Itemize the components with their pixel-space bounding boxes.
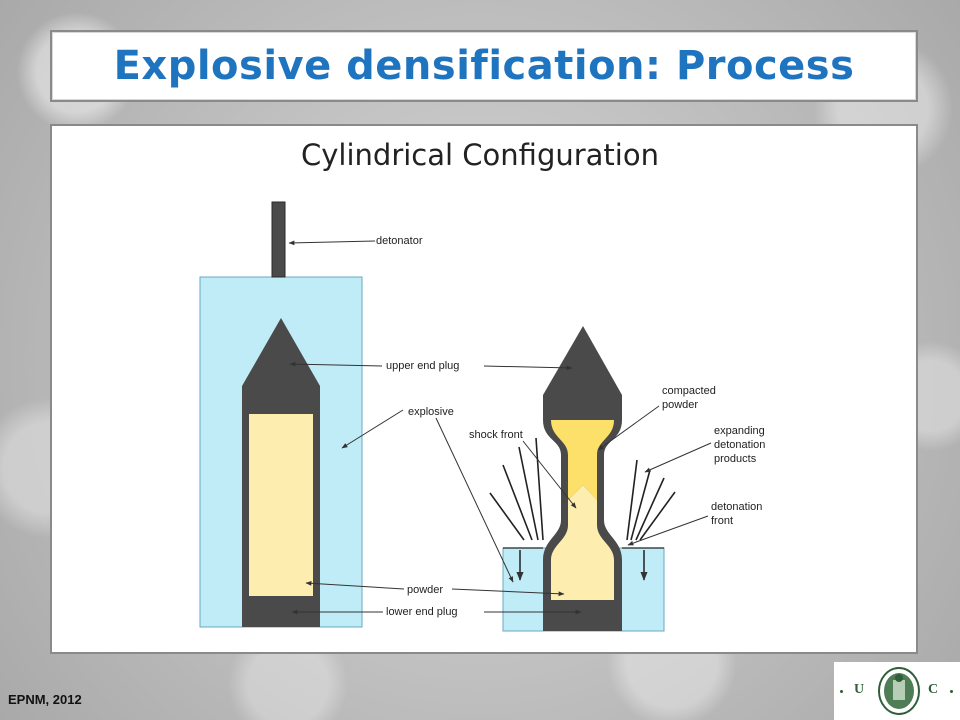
upper-end-plug-right — [543, 326, 622, 405]
logo-letter-u: U — [854, 682, 865, 697]
expanding-products-arrow — [644, 442, 712, 473]
slide-title: Explosive densification: Process — [113, 43, 855, 89]
detonator-rod — [271, 201, 286, 278]
content-box — [50, 124, 918, 654]
detonator-arrow — [288, 240, 376, 246]
explosive-arrow-right — [435, 417, 514, 583]
footer-label: EPNM, 2012 — [8, 692, 82, 707]
powder-arrow-right — [451, 588, 565, 597]
label-expanding-line1: expanding — [714, 425, 765, 437]
label-upper-end-plug: upper end plug — [386, 360, 459, 372]
label-compacted-line1: compacted — [662, 385, 716, 397]
label-detonation-front-line2: front — [711, 515, 733, 527]
label-compacted-line2: powder — [662, 399, 698, 411]
shock-front-arrow — [522, 440, 577, 509]
label-expanding-line3: products — [714, 453, 757, 465]
logo-dot-icon — [950, 690, 953, 693]
slide-subtitle: Cylindrical Configuration — [301, 138, 659, 172]
upper-end-plug-left — [242, 318, 320, 400]
compacted-powder-arrow — [597, 405, 660, 451]
logo-letter-c: C — [928, 682, 939, 697]
label-powder: powder — [407, 584, 443, 596]
label-shock-front: shock front — [469, 429, 523, 441]
upper-end-plug-arrow-left — [289, 361, 383, 367]
label-explosive: explosive — [408, 406, 454, 418]
label-detonator: detonator — [376, 235, 423, 247]
uncompacted-powder-right — [551, 485, 614, 600]
label-expanding-line2: detonation — [714, 439, 765, 451]
powder-left — [249, 414, 313, 596]
explosive-arrow-left — [341, 409, 404, 449]
detonation-products-lines — [489, 437, 676, 541]
label-detonation-front-line1: detonation — [711, 501, 762, 513]
title-box: Explosive densification: Process — [50, 30, 918, 102]
detonation-front-arrow — [627, 515, 709, 546]
label-lower-end-plug: lower end plug — [386, 606, 458, 618]
powder-arrow-left — [305, 580, 405, 590]
upper-end-plug-arrow-right — [483, 365, 573, 371]
compacted-powder-right — [551, 420, 614, 500]
logo-dot-icon — [840, 690, 843, 693]
university-seal-icon — [878, 667, 920, 715]
university-logo: U C — [834, 662, 960, 720]
